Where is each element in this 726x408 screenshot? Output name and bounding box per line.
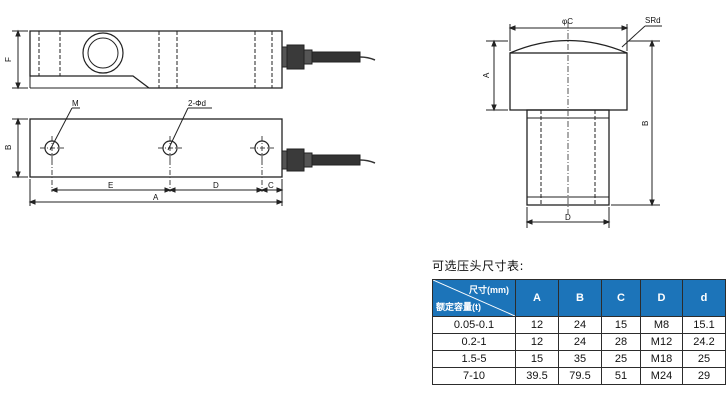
label-f: F: [4, 57, 13, 62]
label-m: M: [72, 99, 79, 108]
cell: M12: [640, 333, 683, 351]
cell: M8: [640, 316, 683, 334]
label-d: D: [213, 181, 219, 190]
col-header-a: A: [515, 279, 559, 317]
label-c: C: [268, 181, 274, 190]
press-head-view: [486, 22, 662, 228]
label-head-a: A: [482, 72, 491, 78]
table-row: 7-10 39.5 79.5 51 M24 29: [432, 367, 726, 385]
cell-capacity: 7-10: [432, 367, 516, 385]
label-phi-c: φC: [562, 17, 573, 26]
cell: 39.5: [515, 367, 559, 385]
cell: 15: [601, 316, 641, 334]
cell: 79.5: [558, 367, 602, 385]
cell: 24: [558, 316, 602, 334]
corner-top-label: 尺寸(mm): [469, 285, 509, 295]
cell: 25: [601, 350, 641, 368]
table-title: 可选压头尺寸表:: [432, 259, 525, 273]
cell: 24: [558, 333, 602, 351]
cell: 12: [515, 333, 559, 351]
label-a: A: [153, 193, 159, 202]
col-header-d-upper: D: [640, 279, 683, 317]
col-header-c: C: [601, 279, 641, 317]
front-view: [12, 29, 376, 90]
cell: 15: [515, 350, 559, 368]
corner-bottom-label: 额定容量(t): [436, 302, 481, 312]
table-row: 0.05-0.1 12 24 15 M8 15.1: [432, 316, 726, 334]
label-srd: SRd: [645, 16, 661, 25]
cell: 12: [515, 316, 559, 334]
cell: 51: [601, 367, 641, 385]
cell-capacity: 1.5-5: [432, 350, 516, 368]
spec-table: 尺寸(mm) 额定容量(t) A B C D d 0.05-0.1 12 24 …: [432, 279, 726, 385]
cell-capacity: 0.05-0.1: [432, 316, 516, 334]
top-view: [12, 107, 376, 206]
cell: 25: [682, 350, 726, 368]
corner-diagonal: [433, 280, 515, 316]
label-head-b: B: [641, 121, 650, 126]
table-corner-header: 尺寸(mm) 额定容量(t): [432, 279, 516, 317]
cell: M18: [640, 350, 683, 368]
table-row: 0.2-1 12 24 28 M12 24.2: [432, 333, 726, 351]
cell: 15.1: [682, 316, 726, 334]
label-e: E: [108, 181, 113, 190]
cell: M24: [640, 367, 683, 385]
col-header-d-lower: d: [682, 279, 726, 317]
label-head-d: D: [565, 213, 571, 222]
label-b: B: [4, 145, 13, 150]
cell: 35: [558, 350, 602, 368]
col-header-b: B: [558, 279, 602, 317]
cell-capacity: 0.2-1: [432, 333, 516, 351]
technical-drawing: F B M 2-Φd E D C A φC SRd A B D: [4, 16, 662, 228]
table-header-row: 尺寸(mm) 额定容量(t) A B C D d: [432, 279, 726, 317]
table-row: 1.5-5 15 35 25 M18 25: [432, 350, 726, 368]
cell: 24.2: [682, 333, 726, 351]
cell: 29: [682, 367, 726, 385]
label-2-phi-d: 2-Φd: [188, 99, 206, 108]
cell: 28: [601, 333, 641, 351]
